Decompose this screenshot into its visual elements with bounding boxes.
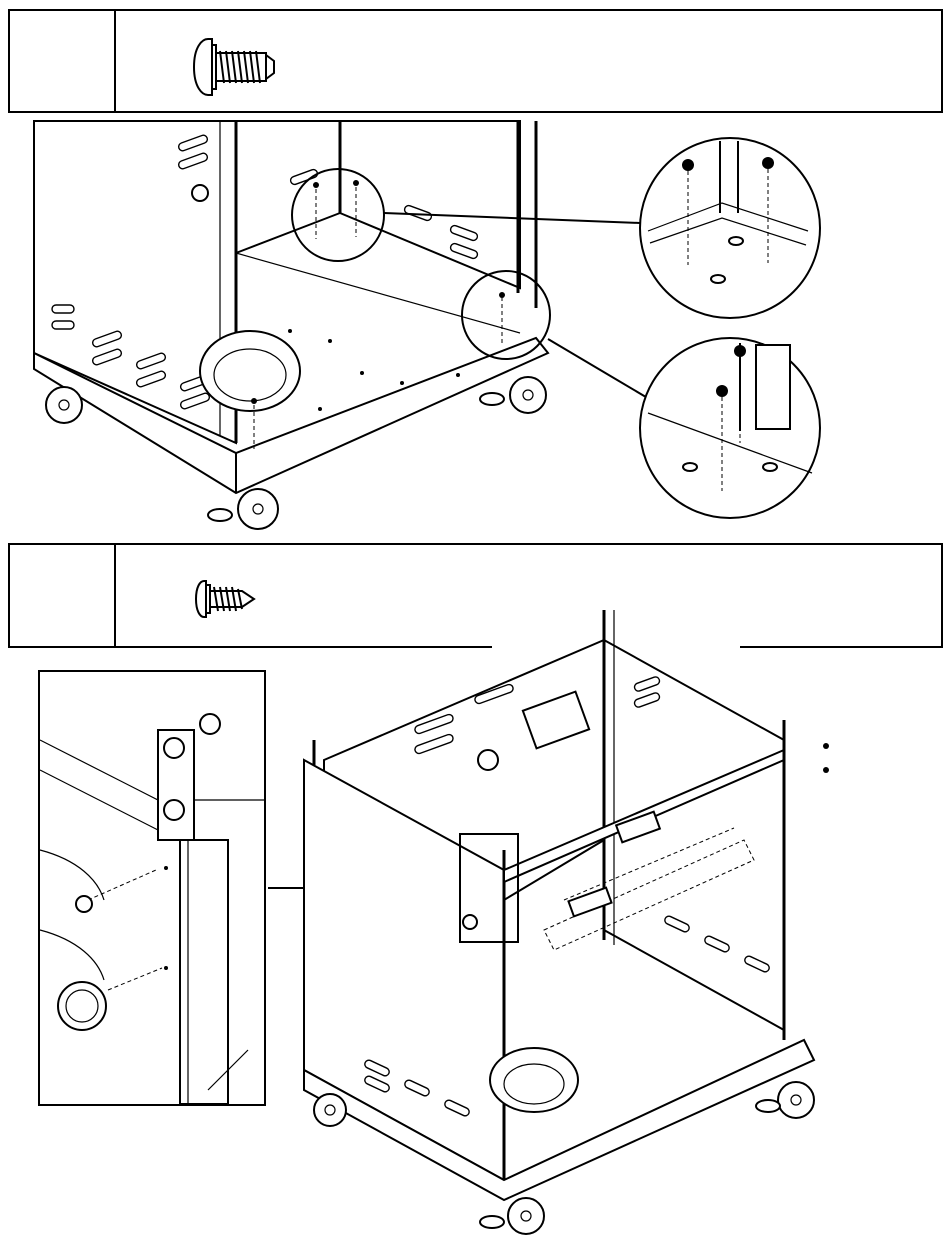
cart-base-assembly-illustration: [0, 113, 950, 533]
step-2-right-rule: [941, 543, 943, 648]
back-panel: [236, 121, 536, 308]
callout-marker-rear: [292, 169, 384, 261]
step-1-header: [8, 9, 943, 113]
step-2-number-cell: [10, 545, 116, 648]
callout-marker-front: [462, 271, 550, 359]
step-1-number-cell: [10, 11, 116, 111]
self-tapping-screw-icon: [188, 577, 268, 621]
side-panel-screw-detail-callout: [38, 670, 268, 1108]
cart-frame-assembly-illustration: [264, 600, 864, 1245]
front-corner-detail-callout: [640, 338, 820, 518]
rear-corner-detail-callout: [640, 138, 820, 318]
flange-bolt-icon: [180, 31, 280, 103]
